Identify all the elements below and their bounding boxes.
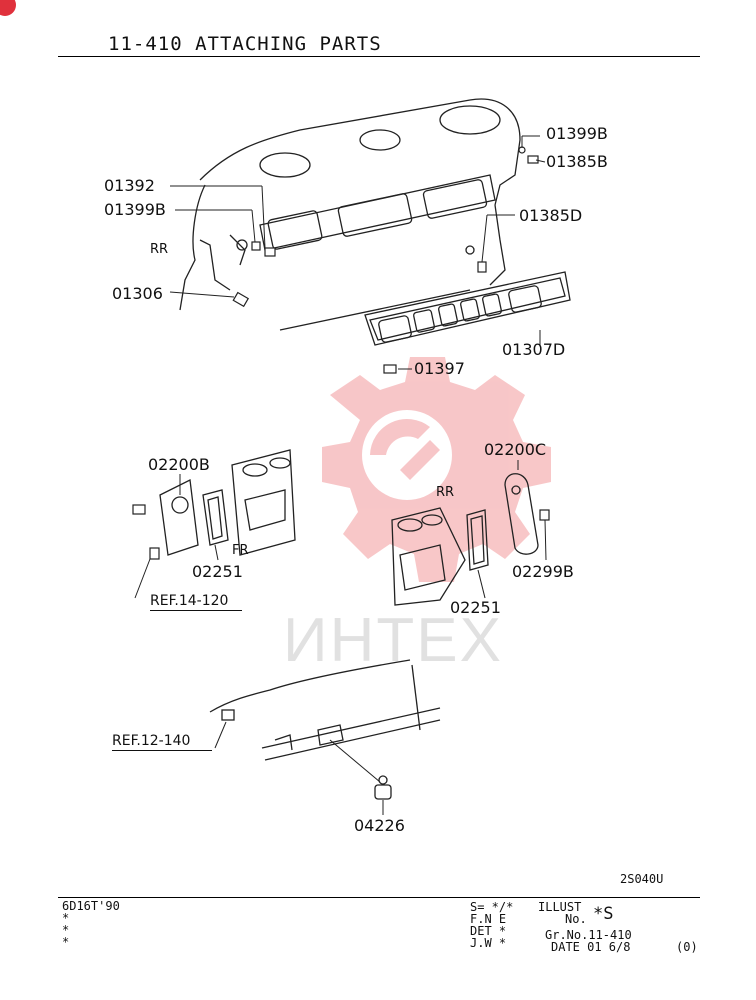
part-label-01399B-left: 01399B [104, 200, 166, 219]
direction-label-fr: FR [232, 543, 249, 558]
footer-rule [58, 897, 700, 898]
star-3: * [62, 935, 70, 949]
footer-det: DET * [470, 924, 507, 938]
part-label-04226: 04226 [354, 816, 405, 835]
bolts-mid [132, 504, 550, 560]
illustration-code: 2S040U [620, 872, 664, 886]
part-label-02251-right: 02251 [450, 598, 501, 617]
watermark-text: ИНТЕХ [283, 606, 503, 675]
model-label: 6D16T'90 [62, 899, 120, 913]
footer-no-label: No. [565, 912, 587, 926]
footer-no-value: *S [593, 904, 614, 924]
leader-lines-mid [134, 460, 547, 599]
part-label-01306: 01306 [112, 284, 163, 303]
engine-block-top [179, 98, 521, 331]
footer-date: DATE 01 6/8 [551, 940, 631, 954]
part-label-01307D: 01307D [502, 340, 566, 359]
watermark-logo-icon [322, 357, 551, 582]
reference-label-12-140: REF.12-140 [112, 733, 212, 751]
leader-lines-bottom [214, 721, 384, 815]
part-label-02251-left: 02251 [192, 562, 243, 581]
engine-middle [231, 449, 466, 606]
title-rule [58, 56, 700, 57]
footer-s-line: S= */* [470, 900, 514, 914]
engine-bottom [209, 659, 441, 800]
footer-gr-no: Gr.No.11-410 [545, 928, 632, 942]
part-label-02299B: 02299B [512, 562, 574, 581]
corner-badge-icon [0, 0, 16, 16]
star-1: * [62, 911, 70, 925]
bolts-top [232, 146, 539, 374]
manifold-gasket [364, 271, 571, 346]
direction-label-rr-top: RR [150, 242, 169, 257]
part-label-01385B: 01385B [546, 152, 608, 171]
part-label-02200B: 02200B [148, 455, 210, 474]
footer-rev: (0) [676, 940, 698, 954]
footer-illust: ILLUST [538, 900, 582, 914]
direction-label-rr-mid: RR [436, 485, 455, 500]
footer-fne: F.N E [470, 912, 507, 926]
part-label-02200C: 02200C [484, 440, 547, 459]
part-label-01399B-top: 01399B [546, 124, 608, 143]
part-label-01392: 01392 [104, 176, 155, 195]
part-label-01397: 01397 [414, 359, 465, 378]
star-2: * [62, 923, 70, 937]
reference-label-14-120: REF.14-120 [150, 593, 242, 611]
leader-lines-top [169, 135, 546, 370]
part-label-01385D: 01385D [519, 206, 583, 225]
footer-jw: J.W * [470, 936, 507, 950]
page-title: 11-410 ATTACHING PARTS [108, 33, 382, 55]
